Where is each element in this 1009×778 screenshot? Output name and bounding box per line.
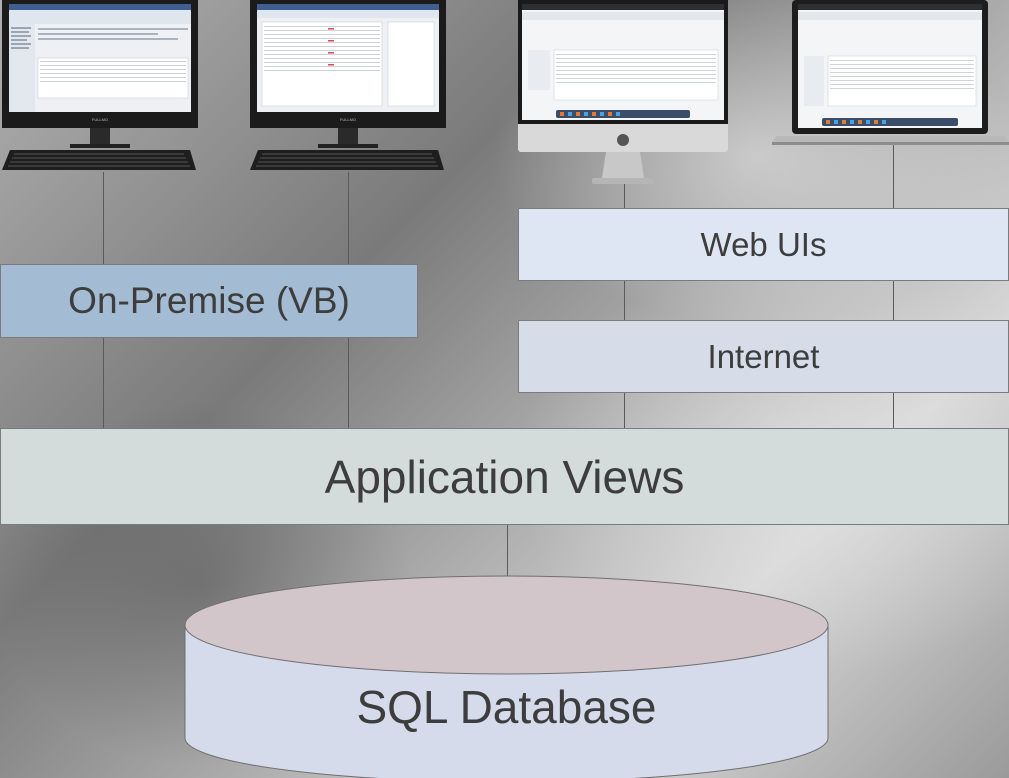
- connector-onprem-views-left: [103, 338, 104, 428]
- connector-web-internet-left: [624, 281, 625, 320]
- svg-text:FULLMO: FULLMO: [340, 117, 356, 122]
- imac: [518, 0, 728, 184]
- application-views-label: Application Views: [324, 450, 685, 503]
- connector-onprem-views-right: [348, 338, 349, 428]
- web-uis-label: Web UIs: [700, 225, 827, 263]
- sql-database-label: SQL Database: [356, 681, 657, 733]
- connector-internet-views-right: [893, 393, 894, 428]
- on-premise-label: On-Premise (VB): [68, 280, 350, 321]
- svg-text:FULLMO: FULLMO: [92, 117, 108, 122]
- macbook: [772, 0, 1009, 145]
- connector-monitor2-onprem: [348, 172, 349, 264]
- internet-box: Internet: [518, 320, 1009, 393]
- internet-label: Internet: [707, 337, 820, 375]
- connector-monitor1-onprem: [103, 172, 104, 264]
- web-uis-box: Web UIs: [518, 208, 1009, 281]
- connector-internet-views-left: [624, 393, 625, 428]
- connector-views-db: [507, 525, 508, 577]
- application-views-box: Application Views: [0, 428, 1009, 525]
- connector-laptop-web: [893, 144, 894, 208]
- connector-imac-web: [624, 184, 625, 208]
- desktop-monitor-2: FULLMO: [250, 0, 446, 170]
- on-premise-box: On-Premise (VB): [0, 264, 418, 338]
- connector-web-internet-right: [893, 281, 894, 320]
- desktop-monitor-1: FULLMO: [2, 0, 198, 170]
